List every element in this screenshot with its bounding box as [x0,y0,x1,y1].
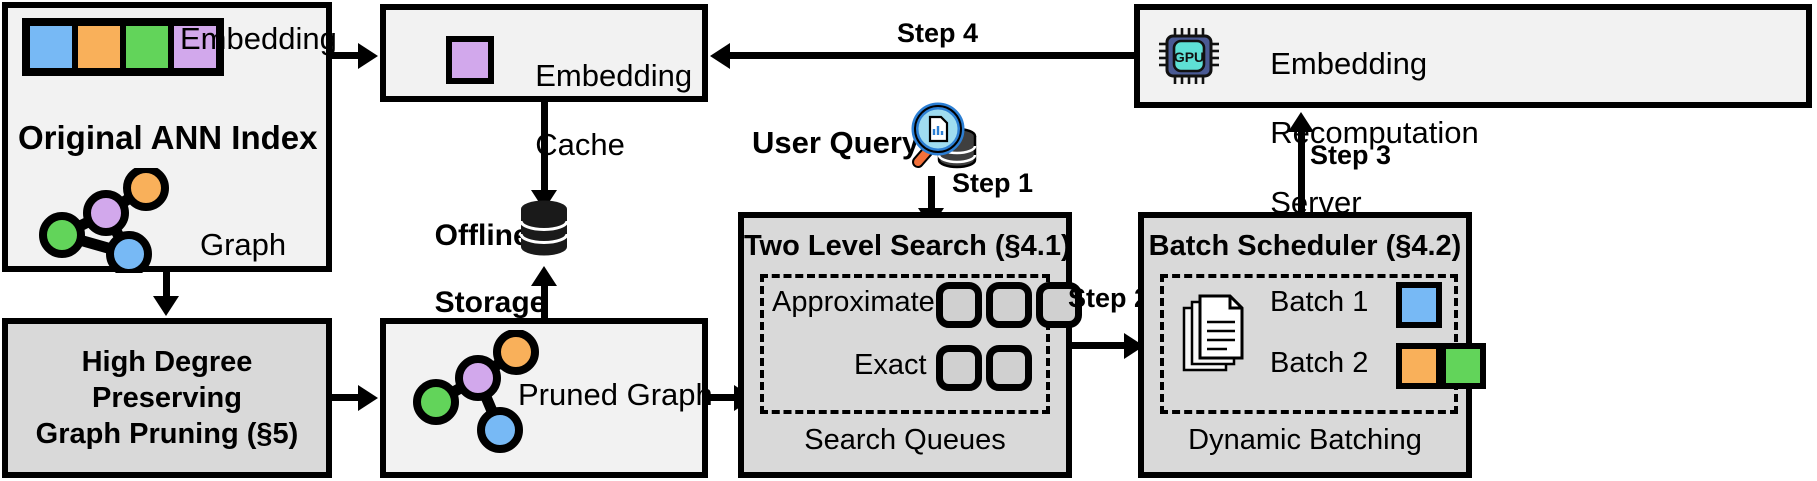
exact-queue-cells [936,345,1032,391]
queue-cell[interactable] [986,345,1032,391]
batch-2-label: Batch 2 [1270,347,1369,379]
arrow-step4-line [730,52,1136,59]
embedding-swatch-purple [171,23,219,71]
queue-cell[interactable] [986,282,1032,328]
arrow-ann-to-pruning-line [163,272,170,300]
pruned-graph-icon [413,330,539,453]
user-query-label: User Query [752,125,920,160]
recomputation-server-line3: Server [1270,184,1362,220]
embedding-cache-swatch [446,36,494,84]
batch-scheduler-title: Batch Scheduler (§4.2) [1148,230,1462,262]
queue-cell[interactable] [936,345,982,391]
arrow-prunedgraph-to-search-line [708,394,736,401]
batch-1-label: Batch 1 [1270,286,1369,318]
embedding-cache-label-line1: Embedding [535,57,693,93]
embedding-cache-box [380,4,708,102]
arrow-pruning-to-prunedgraph-head [358,385,378,411]
recomputation-server-line2: Recomputation [1270,115,1479,151]
embedding-cache-label: Embedding Cache [518,24,692,163]
gpu-icon-text: GPU [1174,49,1204,65]
arrow-ann-to-cache-line [332,52,360,59]
queue-cell[interactable] [1036,282,1082,328]
original-graph-icon [39,168,169,273]
arrow-cache-to-storage-line [541,102,548,194]
step3-label: Step 3 [1310,140,1392,170]
approximate-row-label: Approximate [772,286,935,318]
pruned-graph-label: Pruned Graph [518,377,713,412]
arrow-step2-line [1072,342,1130,349]
batch-2-swatch-orange [1396,343,1442,389]
recomputation-server-label: Embedding Recomputation Server [1253,12,1479,220]
graph-pruning-box: High Degree Preserving Graph Pruning (§5… [2,318,332,478]
two-level-search-title: Two Level Search (§4.1) [744,230,1071,262]
arrow-step3-head [1288,112,1314,132]
step1-label: Step 1 [952,168,1034,198]
arrow-pruned-to-storage-head [531,266,557,286]
search-queues-dashed-region [760,274,1050,414]
embedding-cache-label-line2: Cache [535,127,625,163]
batch-scheduler-box: Batch Scheduler (§4.2) Batch 1 Batch 2 D… [1138,212,1486,478]
step2-label: Step 2 [1068,283,1150,313]
documents-stack-icon [1182,294,1244,372]
recomputation-server-box [1134,4,1812,108]
embedding-swatch-green [123,23,171,71]
search-queues-footer: Search Queues [804,424,1006,456]
arrow-step1-line [928,176,935,214]
offline-storage-label: Offline Storage [418,185,547,319]
graph-pruning-line1: High Degree Preserving [81,345,253,414]
arrow-step3-line [1298,130,1305,214]
dynamic-batching-footer: Dynamic Batching [1188,424,1422,456]
two-level-search-box: Two Level Search (§4.1) Approximate Exac… [738,212,1082,478]
arrow-step4-head [710,43,730,69]
database-cylinder-icon [519,200,569,256]
arrow-pruned-to-storage-line [541,286,548,326]
embedding-swatch-blue [27,23,75,71]
arrow-pruning-to-prunedgraph-line [332,394,360,401]
graph-pruning-label: High Degree Preserving Graph Pruning (§5… [8,344,326,453]
search-database-icon [911,102,977,169]
arrow-ann-to-cache-head [358,43,378,69]
batch-2-swatch-green [1440,343,1486,389]
approximate-queue-cells [936,282,1082,328]
graph-pruning-line2: Graph Pruning (§5) [35,418,299,451]
original-ann-index-title: Original ANN Index [18,119,318,156]
gpu-chip-icon: GPU [1159,28,1219,84]
offline-storage-label-line1: Offline [434,218,530,252]
exact-row-label: Exact [854,349,927,381]
graph-label: Graph [200,227,287,262]
queue-cell[interactable] [936,282,982,328]
offline-storage-label-line2: Storage [434,285,547,319]
embedding-swatch-row [22,18,224,76]
embedding-swatch-orange [75,23,123,71]
arrow-ann-to-pruning-head [153,296,179,316]
batch-1-swatch-blue [1396,282,1442,328]
embedding-label: Embedding [180,21,337,56]
step4-label: Step 4 [897,18,979,48]
recomputation-server-line1: Embedding [1270,45,1428,81]
